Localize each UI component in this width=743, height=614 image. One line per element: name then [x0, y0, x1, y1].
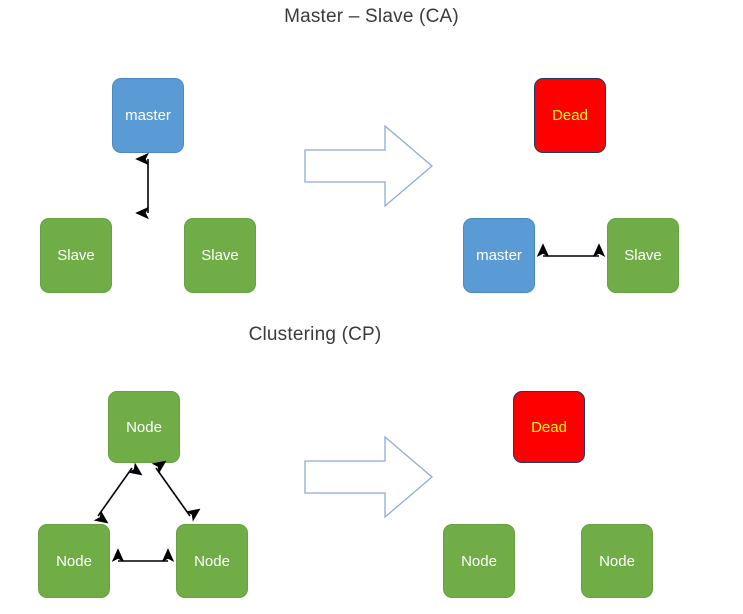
node-master[interactable]: master	[112, 78, 184, 153]
section-title-master-slave: Master – Slave (CA)	[284, 6, 459, 27]
node-label: Slave	[57, 247, 95, 264]
node-cluster-after-left[interactable]: Node	[443, 524, 515, 598]
node-promoted-master[interactable]: master	[463, 218, 535, 293]
node-cluster-bottom-right[interactable]: Node	[176, 524, 248, 598]
node-label: Node	[461, 552, 497, 570]
node-label: master	[125, 107, 171, 124]
node-label: Slave	[624, 247, 662, 264]
connector-cluster-bottom-horizontal	[111, 548, 175, 562]
node-label: Node	[126, 418, 162, 436]
node-cluster-bottom-left[interactable]: Node	[38, 524, 110, 598]
block-arrow-right-transition-2	[304, 435, 434, 519]
node-label: master	[476, 247, 522, 264]
block-arrow-right-transition-1	[304, 124, 434, 208]
connector-master-to-slave-horizontal	[536, 243, 606, 257]
node-remaining-slave[interactable]: Slave	[607, 218, 679, 293]
node-dead-master[interactable]: Dead	[534, 78, 606, 153]
section-title-clustering: Clustering (CP)	[248, 324, 382, 345]
node-label: Dead	[552, 107, 588, 124]
connector-cluster-top-to-bottom-left	[93, 462, 143, 524]
node-label: Node	[599, 552, 635, 570]
node-slave-left[interactable]: Slave	[40, 218, 112, 293]
connector-cluster-top-to-bottom-right	[151, 460, 201, 522]
node-label: Node	[194, 552, 230, 570]
node-label: Node	[56, 552, 92, 570]
node-label: Dead	[531, 418, 567, 436]
node-slave-right[interactable]: Slave	[184, 218, 256, 293]
node-label: Slave	[201, 247, 239, 264]
connector-master-to-slave-vertical	[135, 152, 149, 220]
node-cluster-top[interactable]: Node	[108, 391, 180, 463]
node-cluster-after-right[interactable]: Node	[581, 524, 653, 598]
node-dead-cluster[interactable]: Dead	[513, 391, 585, 463]
